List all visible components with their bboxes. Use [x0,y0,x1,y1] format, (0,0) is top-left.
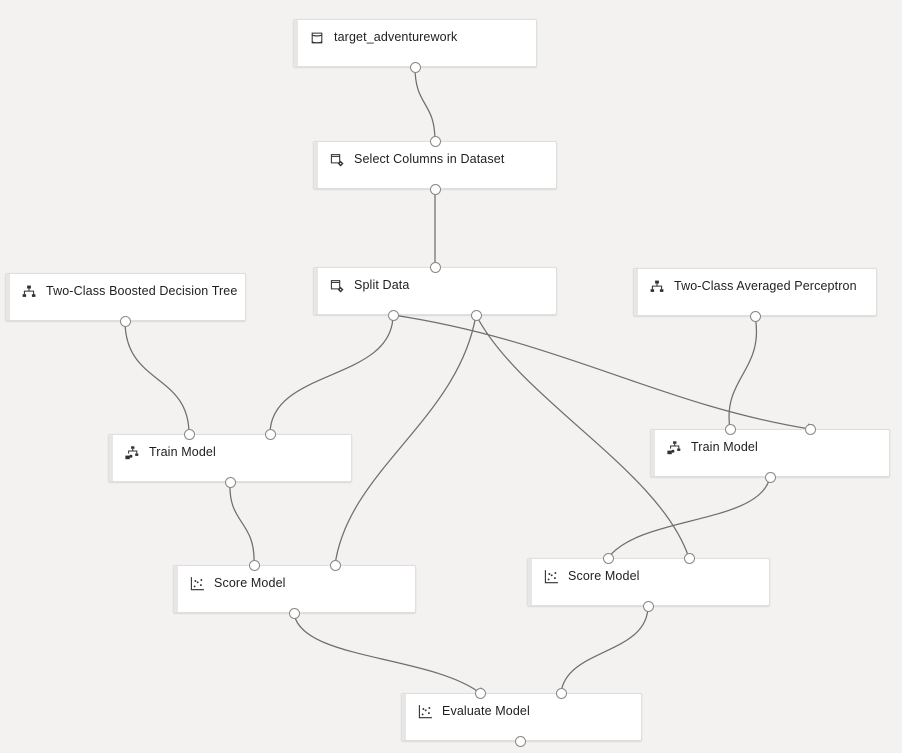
database-icon [309,30,325,46]
node-label: Train Model [149,445,216,459]
port-input-score_model_right-1[interactable] [683,552,695,564]
node-body: Score Model [532,559,769,605]
scatter-plot-icon [189,576,205,592]
node-score_model_right[interactable]: Score Model [527,558,770,606]
train-model-icon [124,445,140,461]
edge-score_model_left-out0-to-evaluate_model-in0[interactable] [293,612,486,694]
port-output-select_columns_in_dataset-0[interactable] [429,183,441,195]
port-input-evaluate_model-0[interactable] [474,687,486,699]
node-train_model_left[interactable]: Train Model [108,434,352,482]
node-body: Split Data [318,268,556,314]
edge-score_model_right-out0-to-evaluate_model-in1[interactable] [560,605,649,697]
node-body: Select Columns in Dataset [318,142,556,188]
edge-train_model_right-out0-to-score_model_right-in0[interactable] [607,476,771,564]
node-two_class_boosted_decision_tree[interactable]: Two-Class Boosted Decision Tree [5,273,246,321]
port-output-split_data-0[interactable] [387,309,399,321]
node-label: Score Model [214,576,286,590]
port-output-target_adventurework-0[interactable] [409,61,421,73]
port-input-score_model_left-1[interactable] [329,559,341,571]
node-accent-bar [634,269,638,315]
node-split_data[interactable]: Split Data [313,267,557,315]
node-evaluate_model[interactable]: Evaluate Model [401,693,642,741]
node-accent-bar [314,268,318,314]
node-body: Two-Class Averaged Perceptron [638,269,876,315]
node-label: Train Model [691,440,758,454]
port-output-score_model_right-0[interactable] [642,600,654,612]
edge-split_data-out0-to-train_model_left-in1[interactable] [269,314,394,438]
port-output-evaluate_model-0[interactable] [514,735,526,747]
scatter-plot-icon [543,569,559,585]
node-label: Select Columns in Dataset [354,152,505,166]
node-body: Train Model [655,430,889,476]
port-input-train_model_right-0[interactable] [724,423,736,435]
port-output-split_data-1[interactable] [470,309,482,321]
port-output-train_model_right-0[interactable] [764,471,776,483]
node-body: Train Model [113,435,351,481]
port-output-two_class_averaged_perceptron-0[interactable] [749,310,761,322]
node-accent-bar [294,20,298,66]
port-input-train_model_left-0[interactable] [183,428,195,440]
edge-train_model_left-out0-to-score_model_left-in0[interactable] [229,481,260,569]
port-input-split_data-0[interactable] [429,261,441,273]
node-accent-bar [174,566,178,612]
node-train_model_right[interactable]: Train Model [650,429,890,477]
port-input-evaluate_model-1[interactable] [555,687,567,699]
port-output-score_model_left-0[interactable] [288,607,300,619]
node-label: Two-Class Averaged Perceptron [674,279,857,293]
node-label: Split Data [354,278,410,292]
scatter-plot-icon [417,704,433,720]
dataset-gear-icon [329,278,345,294]
port-output-train_model_left-0[interactable] [224,476,236,488]
node-accent-bar [6,274,10,320]
hierarchy-icon [649,279,665,295]
port-input-score_model_right-0[interactable] [602,552,614,564]
node-two_class_averaged_perceptron[interactable]: Two-Class Averaged Perceptron [633,268,877,316]
node-label: Score Model [568,569,640,583]
hierarchy-icon [21,284,37,300]
edge-split_data-out1-to-score_model_left-in1[interactable] [334,314,477,569]
port-input-train_model_right-1[interactable] [804,423,816,435]
node-body: Score Model [178,566,415,612]
port-input-train_model_left-1[interactable] [264,428,276,440]
edge-two_class_averaged_perceptron-out0-to-train_model_right-in0[interactable] [728,315,758,432]
node-body: Evaluate Model [406,694,641,740]
node-accent-bar [402,694,406,740]
node-score_model_left[interactable]: Score Model [173,565,416,613]
node-accent-bar [314,142,318,188]
node-label: target_adventurework [334,30,458,44]
node-body: target_adventurework [298,20,536,66]
port-input-select_columns_in_dataset-0[interactable] [429,135,441,147]
node-select_columns_in_dataset[interactable]: Select Columns in Dataset [313,141,557,189]
port-input-score_model_left-0[interactable] [248,559,260,571]
edge-two_class_boosted_decision_tree-out0-to-train_model_left-in0[interactable] [124,320,195,437]
node-label: Two-Class Boosted Decision Tree [46,284,238,298]
port-output-two_class_boosted_decision_tree-0[interactable] [119,315,131,327]
edge-split_data-out0-to-train_model_right-in1[interactable] [392,314,814,430]
node-accent-bar [528,559,532,605]
edge-target_adventurework-out0-to-select_columns_in_dataset-in0[interactable] [414,66,436,142]
train-model-icon [666,440,682,456]
node-accent-bar [109,435,113,481]
node-body: Two-Class Boosted Decision Tree [10,274,245,320]
node-target_adventurework[interactable]: target_adventurework [293,19,537,67]
node-label: Evaluate Model [442,704,530,718]
dataset-gear-icon [329,152,345,168]
